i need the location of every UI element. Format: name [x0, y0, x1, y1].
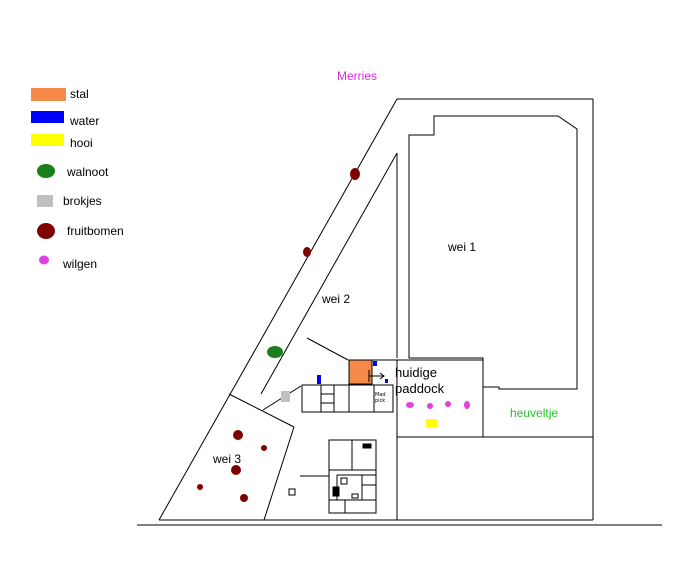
stal-building: [348, 359, 373, 385]
willow: [464, 401, 470, 409]
legend-water: water: [69, 114, 99, 128]
small-structure: [288, 488, 296, 496]
paddock-label-2: paddock: [395, 381, 445, 396]
hooi-swatch: [31, 134, 64, 146]
house: [300, 439, 377, 514]
hay-pile: [426, 419, 437, 427]
fruit-tree: [240, 494, 248, 502]
legend-wilgen: wilgen: [62, 257, 97, 271]
legend: stal water hooi walnoot brokjes fruitbom…: [31, 87, 124, 271]
shed-label-2: pick: [375, 398, 385, 404]
brokjes-swatch: [37, 195, 53, 207]
willow: [406, 402, 414, 408]
shed-label-1: Mad: [375, 392, 386, 398]
wei-1-field: [408, 115, 578, 390]
paddock-label-1: huidige: [395, 365, 437, 380]
willow: [445, 401, 451, 407]
legend-stal: stal: [70, 87, 89, 101]
water-swatch: [31, 111, 64, 123]
water-trough-3: [385, 379, 388, 383]
gate-arrow: [368, 370, 385, 382]
side-shed: [373, 384, 394, 413]
fruit-tree: [303, 247, 311, 257]
fruit-tree: [231, 465, 241, 475]
legend-brokjes: brokjes: [63, 194, 102, 208]
fruit-tree: [233, 430, 243, 440]
fruit-tree: [197, 484, 203, 490]
fruit-tree: [261, 445, 267, 451]
wei-2-fence: [306, 337, 349, 361]
map-title: Merries: [337, 69, 377, 83]
water-trough-1: [317, 375, 321, 384]
heuveltje-label: heuveltje: [510, 406, 558, 420]
willow: [427, 403, 433, 409]
wei-2-label: wei 2: [321, 292, 350, 306]
water-trough-2: [373, 361, 377, 366]
wilgen-swatch: [39, 255, 49, 265]
wei-3-label: wei 3: [212, 452, 241, 466]
fruitbomen-swatch: [37, 223, 55, 239]
stal-pens: [301, 384, 375, 413]
walnoot-swatch: [37, 164, 55, 178]
stable-block: [301, 359, 593, 520]
feed-bin: [281, 391, 290, 402]
willows: [406, 401, 470, 409]
fruit-trees: [197, 168, 360, 502]
legend-fruitbomen: fruitbomen: [67, 224, 124, 238]
wei-1-label: wei 1: [447, 240, 476, 254]
stal-swatch: [31, 88, 66, 101]
legend-hooi: hooi: [70, 136, 93, 150]
legend-walnoot: walnoot: [66, 165, 109, 179]
fruit-tree: [350, 168, 360, 180]
walnut-tree: [267, 346, 283, 358]
